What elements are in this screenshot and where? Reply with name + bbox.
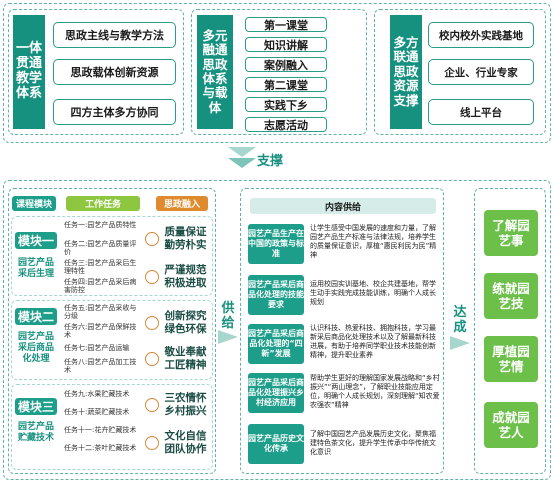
value-badge-icon (144, 316, 159, 330)
supply-label: 供给 (221, 301, 235, 331)
supply-arrow-icon (218, 330, 238, 344)
module-3-value-2-text: 文化自信团队协作 (164, 430, 207, 455)
value-badge-icon (144, 436, 159, 450)
module-3-task-3: 任务十一:花卉贮藏技术 (64, 426, 137, 434)
header-course-module: 课程模块 (12, 196, 56, 211)
header-ideology: 思政融入 (156, 196, 208, 211)
module-3-value-1: 三农情怀乡村振兴 (143, 392, 211, 418)
support-label: 支撑 (257, 154, 284, 169)
teaching-system-title: 一体贯通教学体系 (13, 15, 45, 129)
module-2-task-4: 任务八:园艺产品加工技术 (64, 358, 137, 375)
module-2-task-2: 任务六:园艺产品保鲜技术 (64, 323, 137, 340)
value-badge-icon (144, 398, 159, 412)
ideology-system-group (191, 9, 367, 135)
module-1-value-2-text: 严谨规范积极进取 (164, 264, 207, 289)
resource-item-3: 线上平台 (428, 99, 534, 125)
content-header: 内容供给 (250, 198, 436, 214)
module-2-value-2-text: 敬业奉献工匠精神 (164, 346, 207, 371)
resource-support-group (374, 9, 546, 135)
module-2-subtitle: 园艺产品采后商品化处理 (17, 332, 54, 364)
module-3-task-4: 任务十二:茶叶贮藏技术 (64, 444, 137, 452)
content-row-1-label: 园艺产品生产在中国的政策与标准 (248, 224, 304, 264)
result-4: 成就园艺人 (484, 402, 538, 448)
support-arrow-icon-2 (228, 158, 256, 168)
achieve-arrow-icon (450, 336, 470, 350)
module-2-value-1-text: 创新探究绿色环保 (164, 310, 207, 335)
content-panel (240, 188, 444, 474)
content-row-5-label: 园艺产品历史文化传承 (248, 424, 304, 464)
module-3-task-2: 任务十:蔬菜贮藏技术 (64, 408, 130, 416)
result-1: 了解园艺事 (484, 210, 538, 256)
result-2: 练就园艺技 (484, 273, 538, 319)
module-3-frame (11, 384, 213, 470)
module-1-task-3: 任务三:园艺产品采后生理特性 (64, 259, 137, 276)
content-row-1-text: 让学生感受中国发展的速度和力量，了解园艺产品生产标准与法律法规，培养学生的质量保… (310, 224, 437, 260)
resource-support-title: 多方联通思政资源支撑 (390, 15, 422, 129)
module-3-title: 模块三 (15, 398, 57, 415)
module-1-subtitle: 园艺产品采后生理 (17, 258, 54, 279)
module-1-frame (11, 216, 213, 296)
module-1-value-1: 质量保证勤劳朴实 (143, 226, 211, 252)
module-2-value-1: 创新探究绿色环保 (143, 310, 211, 336)
course-panel (8, 188, 216, 474)
module-3-task-1: 任务九:水果贮藏技术 (64, 390, 130, 398)
bottom-frame (3, 180, 551, 480)
support-arrow-icon (228, 147, 256, 157)
ideology-item-4: 第二课堂 (245, 77, 327, 92)
content-row-4-label: 园艺产品采后商品化处理振兴乡村经济应用 (248, 373, 304, 413)
top-frame (3, 3, 551, 143)
content-row-2-text: 运用校园实训基地、校企共建基地，帮学生动手实践完成技能训练，明确个人成长规划 (310, 280, 436, 307)
header-work-task: 工作任务 (66, 196, 140, 211)
value-badge-icon (144, 352, 159, 366)
content-row-3-label: 园艺产品采后商品化处理的“四新”发展 (248, 324, 304, 364)
ideology-item-5: 实践下乡 (245, 97, 327, 112)
module-1-value-1-text: 质量保证勤劳朴实 (164, 226, 207, 251)
teaching-system-item-2: 思政载体创新资源 (53, 59, 176, 85)
teaching-system-item-3: 四方主体多方协同 (53, 99, 176, 125)
ideology-item-2: 知识讲解 (245, 37, 327, 52)
resource-item-1: 校内校外实践基地 (428, 22, 534, 48)
module-1-value-2: 严谨规范积极进取 (143, 264, 211, 290)
content-row-2-label: 园艺产品采后商品化处理的技能要求 (248, 275, 304, 315)
module-3-value-2: 文化自信团队协作 (143, 430, 211, 456)
content-row-4-text: 帮助学生更好的理解国家发展战略和“乡村振兴”“两山理念”，了解职业技能应用定位，… (310, 374, 440, 410)
module-1-task-4: 任务四:园艺产品采后病害防控 (64, 278, 137, 295)
module-2-task-3: 任务七:园艺产品运输 (64, 344, 130, 352)
ideology-item-1: 第一课堂 (245, 17, 327, 32)
ideology-system-title: 多元融通思政体系与载体 (197, 15, 233, 129)
value-badge-icon (144, 232, 159, 246)
module-1-task-1: 任务一:园艺产品质特性 (64, 221, 137, 229)
teaching-system-item-1: 思政主线与教学方法 (53, 22, 176, 48)
module-2-frame (11, 300, 213, 380)
content-row-5-text: 了解中国园艺产品发展历史文化，聚焦福建特色茶文化，提升学生传承中华传统文化意识 (310, 430, 436, 457)
module-3-value-1-text: 三农情怀乡村振兴 (164, 392, 207, 417)
value-badge-icon (144, 270, 159, 284)
achieve-label: 达成 (453, 305, 467, 335)
content-row-3-text: 认识科技、热爱科技、拥抱科技，学习最新采后商品化处理技术以及了解最新科技进展，有… (310, 324, 436, 360)
module-2-task-1: 任务五:园艺产品采收与分级 (64, 304, 137, 321)
teaching-system-group (8, 9, 184, 135)
ideology-item-6: 志愿活动 (245, 117, 327, 132)
resource-item-2: 企业、行业专家 (428, 59, 534, 85)
ideology-item-3: 案例融入 (245, 57, 327, 72)
module-2-value-2: 敬业奉献工匠精神 (143, 346, 211, 372)
module-1-task-2: 任务二:园艺产品质量评价 (64, 240, 137, 257)
module-1-title: 模块一 (15, 232, 57, 249)
results-panel (474, 188, 546, 474)
module-2-title: 模块二 (15, 308, 57, 325)
result-3: 厚植园艺情 (484, 336, 538, 382)
module-3-subtitle: 园艺产品贮藏技术 (17, 422, 54, 443)
